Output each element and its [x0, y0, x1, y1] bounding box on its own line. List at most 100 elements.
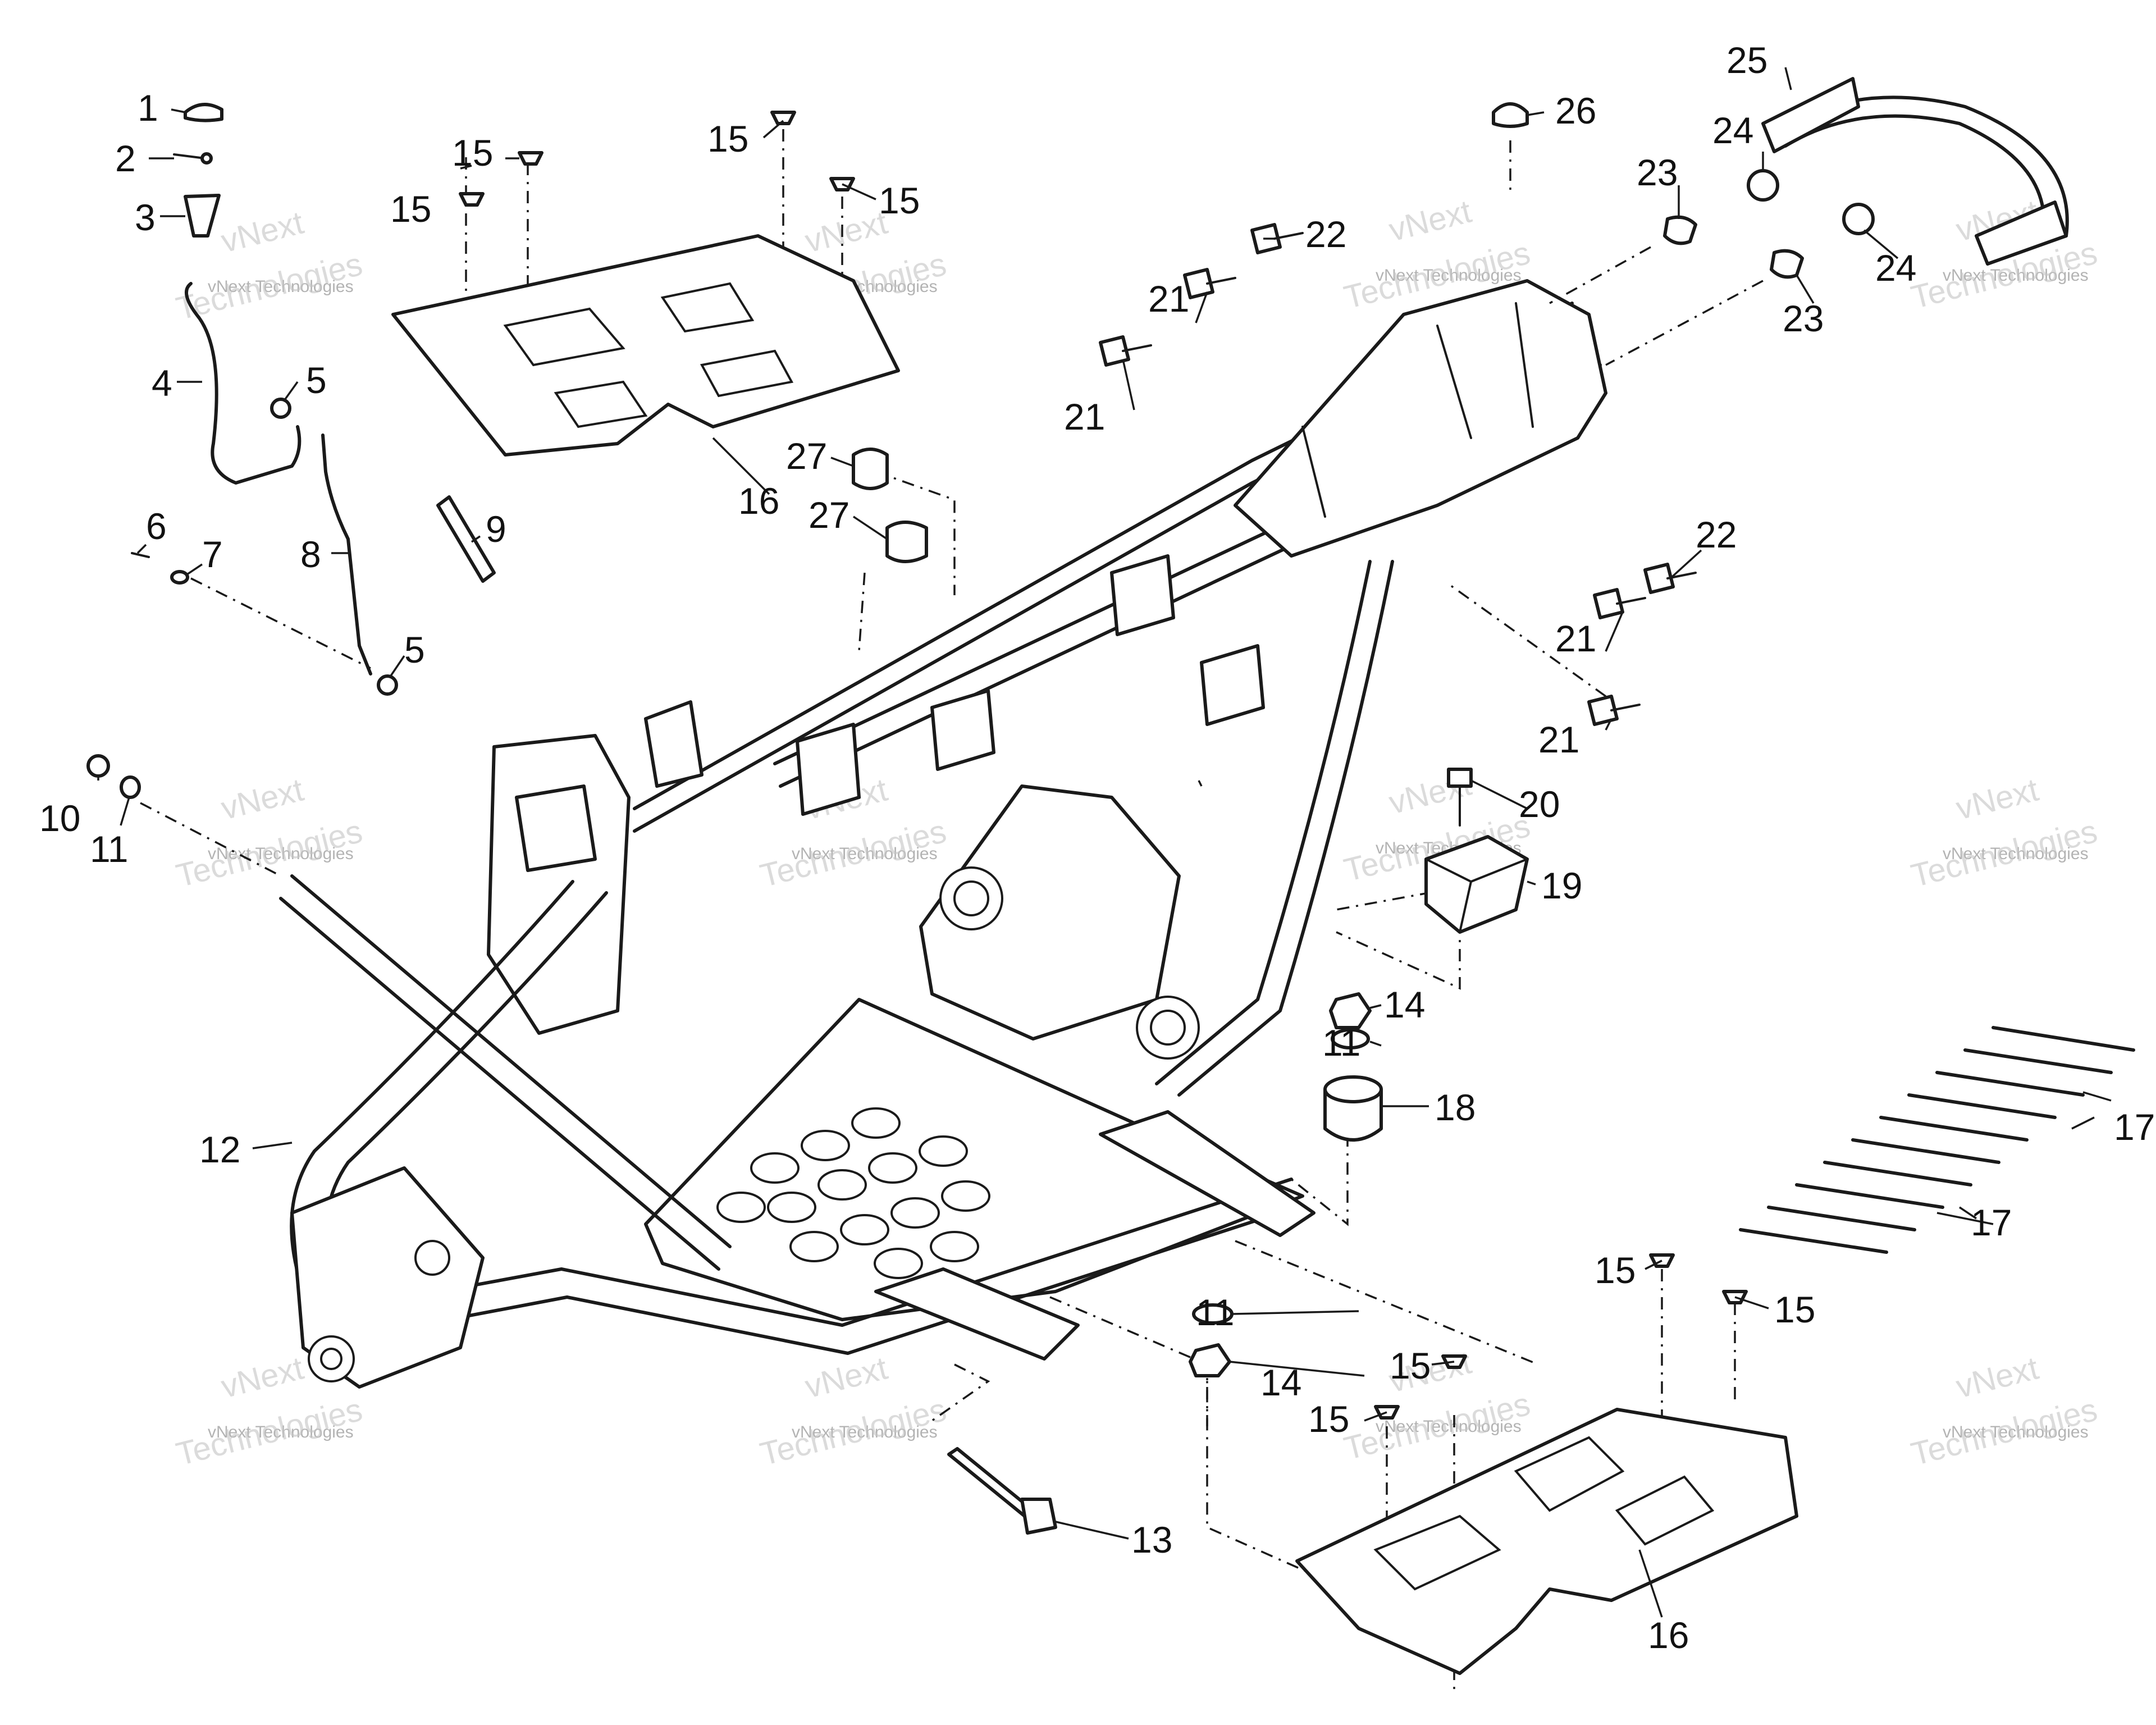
callout-label: 22	[1696, 514, 1737, 555]
nut-part	[1189, 1343, 1231, 1377]
frame-bracket	[644, 700, 704, 788]
shaft-part	[436, 495, 496, 583]
brake-rod-2	[321, 433, 372, 676]
callout-label: 7	[202, 533, 223, 575]
callout-label: 16	[738, 480, 779, 522]
watermark-text: Technologies	[1340, 1386, 1533, 1467]
bolt-shank	[1206, 277, 1236, 285]
pin-strip	[1963, 1048, 2113, 1074]
watermark: vNext vNext Technologies Technologies	[172, 772, 366, 895]
callout-label: 18	[1435, 1087, 1476, 1128]
pin-strip	[1739, 1228, 1888, 1254]
nut-part	[1842, 203, 1875, 235]
pin-series	[1739, 1026, 2135, 1254]
callout-label: 11	[1196, 1292, 1235, 1333]
callout-label: 15	[1308, 1398, 1349, 1440]
screw-part	[459, 192, 485, 207]
callout-label: 16	[1648, 1614, 1689, 1656]
long-bolt	[947, 1447, 1035, 1518]
watermark: vNext vNext Technologies Technologies	[1907, 772, 2100, 895]
callout-label: 11	[90, 828, 129, 870]
footrest-plate-slot	[700, 349, 794, 398]
callout-label: 6	[146, 505, 167, 547]
watermark-text: vNext	[801, 1350, 891, 1405]
callout-label: 11	[1322, 1022, 1361, 1064]
watermark-text: vNext	[217, 204, 307, 260]
callout-label: 21	[1538, 719, 1579, 760]
assembly-line	[1549, 246, 1651, 304]
bushing-part	[885, 521, 928, 563]
callout-label: 2	[115, 138, 136, 179]
callout-label: 15	[1774, 1289, 1815, 1330]
callout-label: 15	[1390, 1345, 1431, 1386]
front-crossbar	[290, 874, 732, 1248]
watermark: vNext vNext Technologies Technologies	[756, 1350, 949, 1473]
frame-bracket	[1200, 644, 1265, 726]
watermark-text: vNext	[217, 1350, 307, 1405]
pin-strip	[1851, 1138, 2000, 1164]
watermark-text: vNext Technologies	[1376, 266, 1522, 285]
washer-part	[120, 775, 141, 799]
watermark-text: vNext Technologies	[1943, 266, 2089, 285]
rear-frame-brace	[1301, 302, 1534, 518]
watermark-text: vNext	[1385, 193, 1475, 249]
bolt-shank	[1122, 344, 1152, 352]
watermark-text: Technologies	[756, 813, 949, 895]
pin-head	[200, 152, 213, 165]
watermark-text: vNext	[1952, 1350, 2042, 1405]
callout-label: 27	[808, 494, 849, 536]
callout-label: 8	[300, 533, 321, 575]
spacer-part	[1663, 215, 1697, 245]
assembly-line	[140, 802, 281, 877]
bolt-part	[1183, 268, 1214, 299]
front-suspension-mount	[290, 1166, 485, 1389]
callout-label: 14	[1260, 1362, 1301, 1403]
callout-label: 21	[1148, 278, 1189, 320]
callout-label: 15	[1595, 1249, 1636, 1291]
assembly-line	[1336, 921, 1461, 990]
watermark-text: vNext	[1952, 772, 2042, 827]
bolt-part	[1447, 768, 1473, 788]
assembly-line	[858, 572, 866, 652]
clip-part	[184, 103, 223, 122]
watermark-text: Technologies	[756, 1391, 949, 1473]
watermark: vNext vNext Technologies Technologies	[1340, 1344, 1533, 1467]
footrest-plate-bottom	[1295, 1408, 1798, 1675]
watermark-text: Technologies	[172, 813, 366, 895]
pin-strip	[1991, 1026, 2135, 1052]
watermark: vNext vNext Technologies Technologies	[1907, 1350, 2100, 1473]
pin-strip	[1823, 1161, 1972, 1186]
front-crossbar-inner	[279, 897, 720, 1271]
grab-handle-plate	[1975, 200, 2068, 266]
watermark-text: vNext	[217, 772, 307, 827]
pin-strip	[1795, 1183, 1944, 1209]
watermark-text: Technologies	[172, 1391, 366, 1473]
watermark-text: vNext Technologies	[1943, 1423, 2089, 1441]
footrest-plate-slot	[1615, 1475, 1715, 1546]
mount-block-edge	[1425, 858, 1528, 933]
pivot-plate	[919, 784, 1181, 1041]
footrest-plate-slot	[554, 380, 648, 428]
callout-label: 12	[199, 1129, 240, 1170]
brake-rod	[185, 282, 302, 485]
pin-strip	[1935, 1071, 2085, 1097]
watermark-text: vNext Technologies	[1943, 845, 2089, 863]
rear-down-tube-inner	[1155, 560, 1372, 1085]
watermark-text: vNext Technologies	[208, 845, 354, 863]
footrest-plate-body	[391, 234, 900, 457]
assembly-line	[1049, 1296, 1460, 1641]
assembly-line	[931, 1363, 990, 1422]
pin-strip	[1767, 1206, 1916, 1231]
callout-label: 20	[1519, 783, 1560, 825]
callout-label: 15	[879, 180, 920, 221]
watermark-text: vNext Technologies	[208, 277, 354, 296]
assembly-line	[1235, 1240, 1539, 1366]
main-frame	[279, 279, 1607, 1389]
callout-label: 14	[1384, 984, 1425, 1025]
callout-label: 26	[1555, 90, 1596, 131]
watermark-text: vNext Technologies	[1376, 1417, 1522, 1436]
footrest-plate-top	[391, 234, 900, 457]
damper-top	[1323, 1075, 1383, 1103]
floor-pan-holes	[716, 1107, 990, 1279]
footrest-bracket-left	[874, 1267, 1080, 1361]
